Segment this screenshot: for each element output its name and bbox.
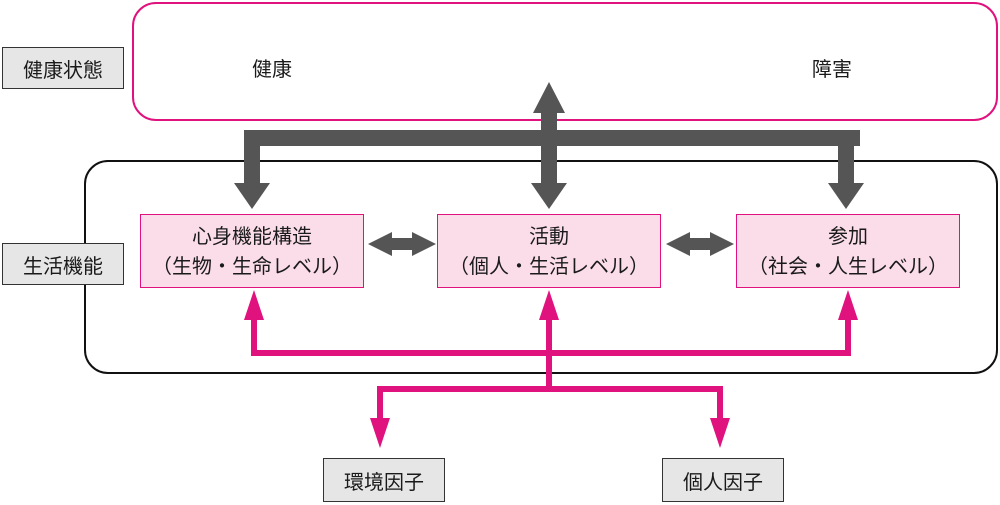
- health-text: 健康: [252, 57, 292, 81]
- gray-connector-arrows: [234, 82, 864, 209]
- environmental-factor-box: 環境因子: [323, 458, 445, 502]
- personal-factor-box: 個人因子: [662, 458, 784, 502]
- function-title: 心身機能構造: [192, 224, 312, 248]
- function-box-participation: 参加 （社会・人生レベル）: [736, 214, 960, 288]
- function-box-activity: 活動 （個人・生活レベル）: [437, 214, 661, 288]
- function-title: 活動: [529, 224, 569, 248]
- living-function-label: 生活機能: [2, 243, 124, 285]
- double-arrow-left: [368, 232, 436, 256]
- double-arrow-right: [666, 232, 734, 256]
- disability-text: 障害: [812, 57, 852, 81]
- magenta-factor-arrows: [244, 290, 858, 448]
- function-subtitle: （生物・生命レベル）: [152, 254, 352, 278]
- function-title: 参加: [828, 224, 868, 248]
- function-box-body: 心身機能構造 （生物・生命レベル）: [140, 214, 364, 288]
- health-status-panel: [132, 2, 998, 121]
- function-subtitle: （社会・人生レベル）: [748, 254, 948, 278]
- function-subtitle: （個人・生活レベル）: [449, 254, 649, 278]
- health-status-label: 健康状態: [2, 47, 124, 89]
